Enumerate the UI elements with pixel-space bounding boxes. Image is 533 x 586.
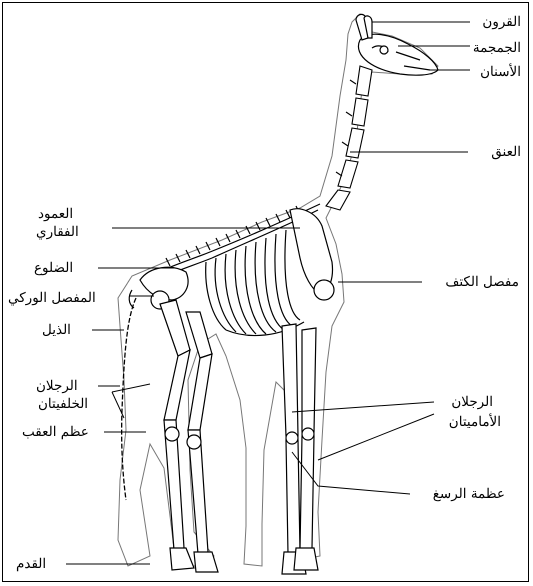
label-horns: القرون bbox=[482, 14, 521, 30]
label-teeth: الأسنان bbox=[480, 64, 521, 80]
label-hip-joint: المفصل الوركي bbox=[8, 290, 96, 306]
label-skull: الجمجمة bbox=[473, 40, 521, 56]
label-foot: القدم bbox=[16, 556, 46, 572]
neck-vertebrae bbox=[326, 66, 372, 210]
tail-bones bbox=[122, 298, 136, 500]
label-ribs: الضلوع bbox=[34, 260, 73, 276]
label-neck: العنق bbox=[491, 144, 521, 160]
label-front-legs-line2: الأماميتان bbox=[449, 414, 501, 430]
label-heel-bone: عظم العقب bbox=[22, 424, 89, 440]
label-hind-legs-line2: الخلفيتان bbox=[38, 396, 88, 412]
label-tail: الذيل bbox=[42, 322, 71, 338]
leader-lines bbox=[66, 22, 470, 564]
rib-cage bbox=[206, 230, 304, 336]
label-wrist-bone: عظمة الرسغ bbox=[433, 486, 505, 502]
label-spine-line1: العمود bbox=[38, 206, 73, 222]
label-spine-line2: الفقاري bbox=[36, 224, 79, 240]
horns bbox=[356, 14, 372, 40]
hind-leg-bones bbox=[160, 300, 218, 572]
label-hind-legs-line1: الرجلان bbox=[36, 378, 78, 394]
front-leg-bones bbox=[282, 324, 318, 574]
label-shoulder-joint: مفصل الكتف bbox=[445, 274, 519, 290]
label-front-legs-line1: الرجلان bbox=[451, 394, 493, 410]
